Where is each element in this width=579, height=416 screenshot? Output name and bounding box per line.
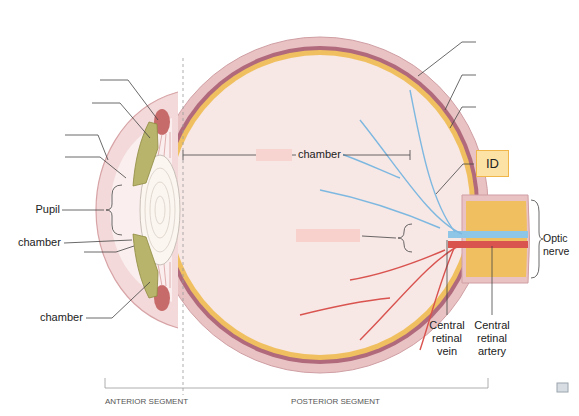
ciliary-body [158,262,170,288]
lens [145,168,175,252]
leader-line [106,185,122,235]
blank-label-box [296,229,360,242]
part-name: Optic nerve [543,232,577,258]
eyeball [170,55,470,355]
eyeball [161,46,479,364]
iris [133,122,158,186]
part-name: chamber [40,311,83,324]
iris [133,122,158,298]
part-name: chamber [296,148,343,161]
leader-line [398,224,412,252]
optic-nerve [448,231,528,238]
part-name: Central retinal artery [470,319,514,358]
retinal-vessels [350,250,445,280]
leader-line [362,236,396,238]
leader-line [445,75,476,110]
part-name: Central retinal vein [426,319,468,358]
leader-line [450,107,476,128]
retinal-vessels [410,90,455,232]
eyeball [152,37,488,373]
optic-nerve [448,195,530,283]
part-name: chamber [18,236,61,249]
leader-line [64,240,132,243]
leader-line [65,157,126,178]
part-name: Pupil [30,203,60,216]
eyeball [165,50,475,360]
segment-bracket [183,58,184,395]
eyeball [152,37,488,373]
segment-bracket [105,378,488,388]
retinal-vessels [300,298,390,315]
retinal-vessels [320,190,440,228]
leader-line [62,210,104,211]
leader-line [531,200,543,278]
iris [133,234,158,298]
optic-nerve [462,195,530,283]
leader-line [447,240,448,315]
leader-line [65,135,108,160]
corner-icon [557,383,568,392]
box-label: ID [486,156,499,171]
segment-label: ANTERIOR SEGMENT [105,397,183,407]
leader-line [418,42,476,76]
lens [150,182,170,238]
retinal-vessels [300,90,462,350]
leader-line [86,282,150,318]
leader-line [492,246,493,315]
ciliary-body [158,132,170,158]
leader-line [84,246,134,252]
blank-label-box [256,149,360,242]
leader-line [436,164,474,194]
lens [155,196,165,224]
optic-nerve [466,201,527,277]
blank-label-box [256,149,292,161]
segment-bracket [105,58,488,395]
leader-line [62,42,543,318]
label-box: ID [476,150,509,177]
segment-label: POSTERIOR SEGMENT [183,397,488,407]
leader-line [92,103,150,138]
